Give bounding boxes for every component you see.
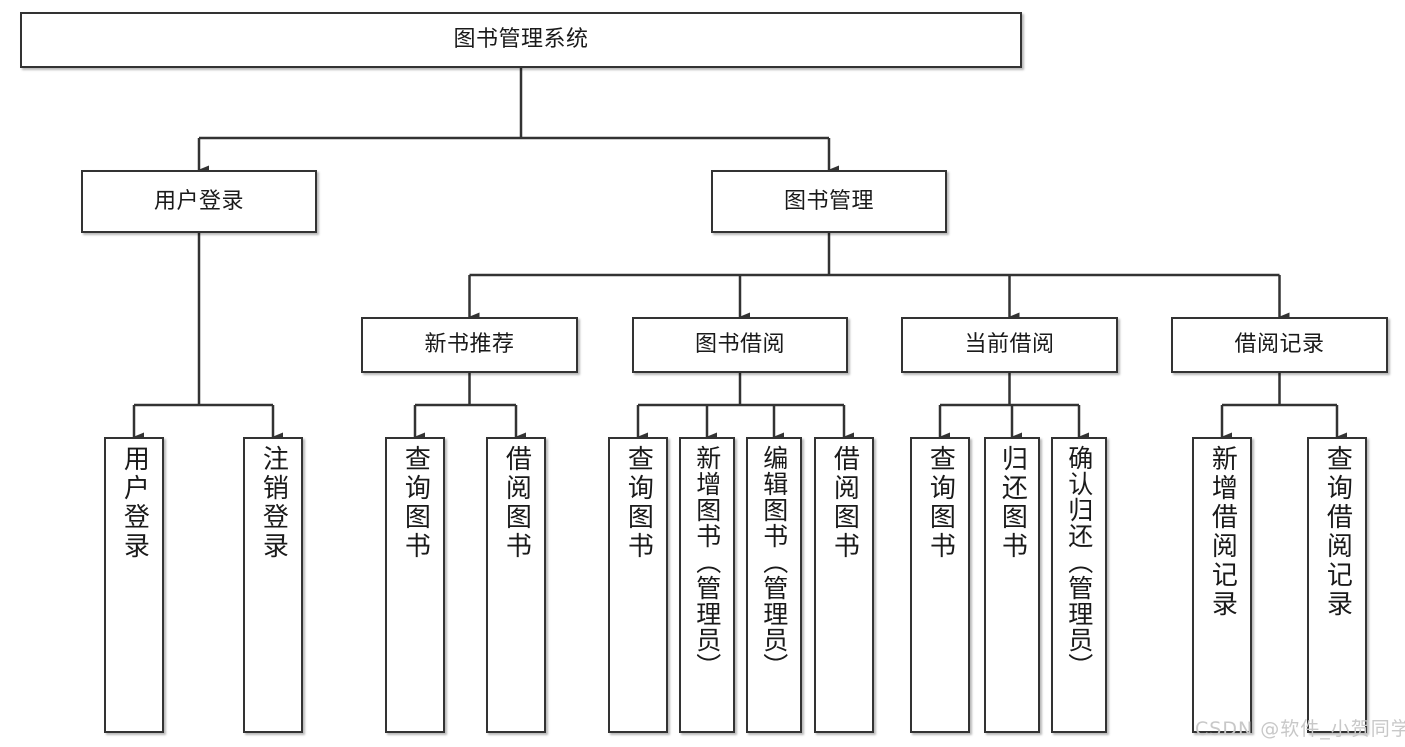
node-label: 借阅图书: [501, 445, 532, 561]
connector-lines: [132, 68, 1347, 442]
node-label: 借阅图书: [829, 445, 860, 561]
node-leaf_confirm[interactable]: 确认归还（管理员）: [1051, 437, 1107, 733]
node-current_borrow[interactable]: 当前借阅: [901, 317, 1118, 373]
node-label: 查询图书: [400, 445, 431, 561]
node-leaf_login[interactable]: 用户登录: [104, 437, 164, 733]
node-leaf_q_book_1[interactable]: 查询图书: [385, 437, 445, 733]
node-book_borrow[interactable]: 图书借阅: [632, 317, 848, 373]
node-label: 查询图书: [925, 445, 956, 561]
node-leaf_edit_book[interactable]: 编辑图书（管理员）: [746, 437, 802, 733]
node-label: 用户登录: [119, 445, 150, 561]
node-label: 图书借阅: [694, 332, 785, 358]
node-leaf_q_book_3[interactable]: 查询图书: [910, 437, 970, 733]
node-borrow_record[interactable]: 借阅记录: [1171, 317, 1388, 373]
node-label: 新增借阅记录: [1207, 445, 1238, 619]
node-book_manage[interactable]: 图书管理: [711, 170, 947, 233]
node-leaf_b_book_2[interactable]: 借阅图书: [814, 437, 874, 733]
node-new_book_rec[interactable]: 新书推荐: [361, 317, 578, 373]
node-label: 查询图书: [623, 445, 654, 561]
node-label: 注销登录: [258, 445, 289, 561]
node-label: 图书管理: [783, 188, 874, 214]
node-label: 归还图书: [997, 445, 1028, 561]
node-label: 确认归还（管理员）: [1064, 445, 1094, 679]
node-leaf_q_rec[interactable]: 查询借阅记录: [1307, 437, 1367, 733]
node-leaf_add_book[interactable]: 新增图书（管理员）: [679, 437, 735, 733]
node-label: 新增图书（管理员）: [692, 445, 722, 679]
node-label: 当前借阅: [964, 332, 1055, 358]
node-leaf_q_book_2[interactable]: 查询图书: [608, 437, 668, 733]
node-leaf_logout[interactable]: 注销登录: [243, 437, 303, 733]
node-user_login[interactable]: 用户登录: [81, 170, 317, 233]
node-label: 用户登录: [153, 188, 244, 214]
node-leaf_b_book_1[interactable]: 借阅图书: [486, 437, 546, 733]
node-label: 借阅记录: [1234, 332, 1325, 358]
watermark: CSDN @软件_小贺同学: [1195, 718, 1405, 740]
node-leaf_add_rec[interactable]: 新增借阅记录: [1192, 437, 1252, 733]
node-label: 查询借阅记录: [1322, 445, 1353, 619]
node-label: 编辑图书（管理员）: [759, 445, 789, 679]
node-label: 新书推荐: [424, 332, 515, 358]
node-leaf_return[interactable]: 归还图书: [984, 437, 1040, 733]
node-label: 图书管理系统: [453, 27, 589, 53]
node-root[interactable]: 图书管理系统: [20, 12, 1022, 68]
